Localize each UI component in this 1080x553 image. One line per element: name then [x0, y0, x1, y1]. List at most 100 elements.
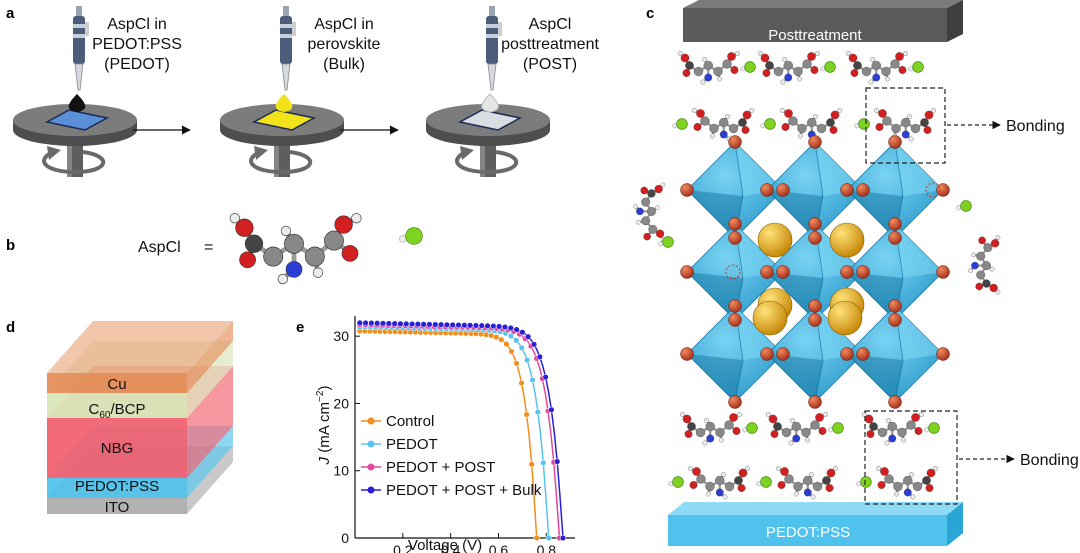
data-point	[397, 320, 404, 327]
data-point	[501, 323, 509, 331]
halide-atom-7	[808, 231, 822, 245]
data-point	[391, 320, 398, 327]
a-site-cation-6	[827, 300, 863, 336]
data-point	[408, 320, 416, 328]
cl-row-1-1	[740, 61, 756, 73]
spin-coater-step-1	[13, 6, 137, 177]
legend-label: PEDOT + POST + Bulk	[386, 482, 542, 499]
data-point	[507, 332, 514, 339]
data-point	[529, 377, 536, 384]
halide-atom-23	[888, 313, 902, 327]
a-site-cation-1	[757, 222, 793, 258]
series-line	[359, 324, 561, 539]
a-site-cation-2	[829, 222, 865, 258]
molecule-row-2-1	[692, 108, 754, 142]
bonding-box-top	[865, 87, 946, 164]
cl-row-4-3	[856, 476, 872, 488]
halide-atom-6	[856, 183, 870, 197]
legend-entry-4: PEDOT + POST + Bulk	[361, 482, 542, 499]
posttreatment-slab	[683, 0, 963, 42]
molecule-row-3-1	[680, 412, 742, 446]
layer-label-pedotpss: PEDOT:PSS	[75, 478, 159, 495]
molecule-row-2-2	[780, 108, 842, 142]
halide-atom-4	[680, 183, 694, 197]
perovskite-lattice	[680, 135, 950, 409]
y-tick-label: 30	[333, 328, 349, 344]
molecule-row-4-1	[688, 466, 750, 500]
step-2-label-line-1: AspCl in	[314, 16, 374, 33]
molecule-row-1-2	[758, 51, 820, 85]
data-point	[542, 374, 549, 381]
data-point	[513, 326, 520, 333]
halide-atom-15	[728, 313, 742, 327]
layer-label-c60bcp: C60/BCP	[89, 401, 146, 421]
halide-vacancy-2	[725, 264, 741, 280]
series-line	[359, 326, 550, 539]
layer-label-ito: ITO	[105, 499, 130, 516]
data-point	[533, 534, 540, 542]
cl-row-3-3	[924, 422, 940, 434]
data-point	[432, 321, 439, 328]
cl-row-3-2	[828, 422, 844, 434]
cl-row-2-1	[672, 118, 688, 130]
pedotpss-slab-label: PEDOT:PSS	[766, 524, 850, 541]
data-point	[540, 459, 547, 466]
octahedron-3	[846, 141, 944, 239]
hcl-structure	[399, 227, 423, 245]
step-1-label-line-1: AspCl in	[107, 16, 167, 33]
a-site-cation-5	[752, 300, 788, 336]
cl-side-right	[956, 200, 972, 212]
halide-atom-20	[760, 265, 774, 279]
halide-atom-8	[760, 183, 774, 197]
data-point	[525, 333, 532, 340]
cl-row-2-2	[760, 118, 776, 130]
halide-atom-5	[808, 135, 822, 149]
data-point	[523, 411, 530, 418]
halide-atom-33	[888, 299, 902, 313]
halide-atom-2	[776, 183, 790, 197]
data-point	[420, 321, 427, 328]
halide-atom-25	[728, 299, 742, 313]
data-point	[513, 337, 520, 344]
octahedron-9	[846, 305, 944, 403]
side-molecule-left	[633, 182, 666, 242]
halide-atom-14	[776, 265, 790, 279]
step-3-label-line-1: AspCl	[529, 16, 572, 33]
molecule-row-4-3	[876, 466, 938, 500]
cl-side-left	[658, 236, 674, 248]
molecule-row-1-3	[846, 51, 908, 85]
data-point	[534, 409, 541, 416]
data-point	[518, 344, 525, 351]
data-point	[362, 319, 369, 327]
halide-atom-34	[936, 347, 950, 361]
halide-atom-27	[728, 395, 742, 409]
halide-atom-16	[680, 265, 694, 279]
bonding-label-bottom: Bonding	[1020, 452, 1079, 469]
halide-atom-31	[808, 395, 822, 409]
aspcl-molecule-layers	[633, 51, 1001, 500]
y-axis-label: J (mA cm−2)	[315, 386, 333, 466]
aspartic-acid-structure	[229, 213, 362, 285]
data-point	[472, 322, 479, 329]
data-point	[467, 322, 474, 329]
halide-atom-11	[888, 231, 902, 245]
data-point	[528, 461, 535, 468]
data-point	[524, 357, 531, 364]
halide-atom-26	[776, 347, 790, 361]
spin-coater-step-2	[220, 6, 344, 177]
data-point	[503, 341, 510, 348]
cl-row-4-1	[668, 476, 684, 488]
bonding-label-top: Bonding	[1006, 118, 1065, 135]
panel-label-b: b	[6, 237, 15, 254]
data-point	[513, 360, 520, 367]
layer-label-cu: Cu	[107, 376, 126, 393]
data-point	[356, 319, 363, 326]
halide-atom-13	[728, 217, 742, 231]
data-point	[438, 321, 445, 328]
halide-atom-21	[888, 217, 902, 231]
layer-label-nbg: NBG	[101, 440, 134, 457]
step-3-label-line-3: (POST)	[523, 56, 577, 73]
panel-label-e: e	[296, 319, 304, 336]
molecule-row-3-2	[766, 412, 828, 446]
